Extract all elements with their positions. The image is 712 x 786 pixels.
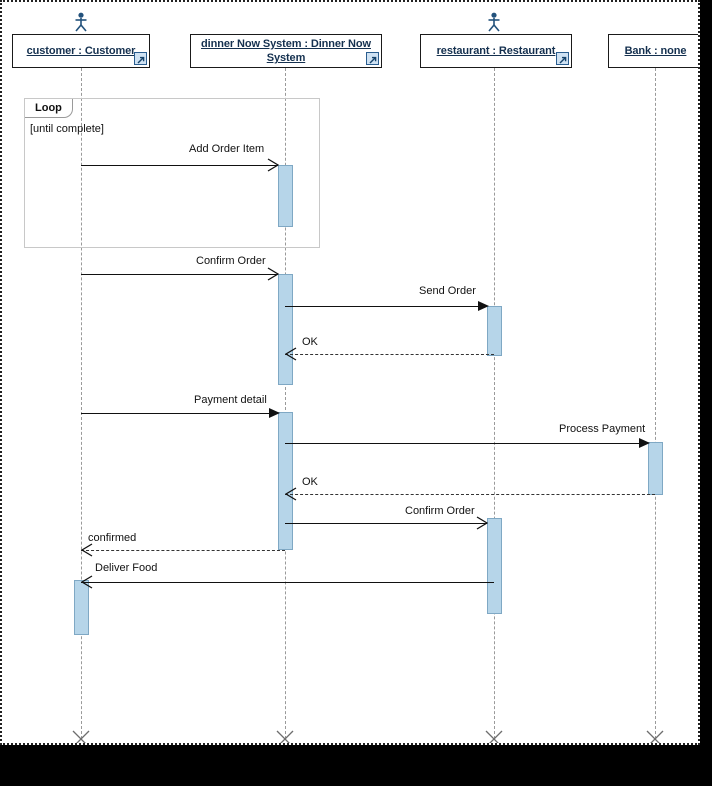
lifeline-head-customer[interactable]: customer : Customer (12, 34, 150, 68)
msg-send-order-arrowhead (478, 301, 489, 311)
destroy-customer (72, 730, 90, 743)
fragment-operator-label: Loop (35, 102, 62, 114)
msg-confirm-order-1-line[interactable] (81, 274, 278, 275)
fragment-guard-label: [until complete] (30, 123, 104, 135)
msg-add-order-item-arrowhead (267, 158, 280, 172)
msg-ok-1-label: OK (302, 336, 318, 348)
link-shortcut-icon[interactable] (134, 52, 147, 65)
act-bank-process-payment[interactable] (648, 442, 663, 495)
act-dns-add-order-item[interactable] (278, 165, 293, 227)
msg-payment-detail-label: Payment detail (194, 394, 267, 406)
lifeline-label-customer: customer : Customer (26, 45, 136, 57)
fragment-operator-tab: Loop (25, 99, 73, 118)
msg-deliver-food-arrowhead (80, 575, 93, 589)
actor-icon (73, 12, 89, 32)
msg-confirmed-line[interactable] (81, 550, 285, 551)
msg-ok-2-line[interactable] (285, 494, 655, 495)
msg-deliver-food-label: Deliver Food (95, 562, 158, 574)
lifeline-head-restaurant[interactable]: restaurant : Restaurant (420, 34, 572, 68)
msg-process-payment-line[interactable] (285, 443, 648, 444)
act-restaurant-send-order[interactable] (487, 306, 502, 356)
diagram-canvas[interactable]: customer : Customer dinner Now System : D… (0, 0, 700, 745)
destroy-bank (646, 730, 664, 743)
msg-payment-detail-line[interactable] (81, 413, 278, 414)
actor-icon (486, 12, 502, 32)
msg-send-order-line[interactable] (285, 306, 487, 307)
msg-confirm-order-1-label: Confirm Order (196, 255, 266, 267)
lifeline-restaurant (494, 68, 495, 739)
link-shortcut-icon[interactable] (556, 52, 569, 65)
msg-ok-2-label: OK (302, 476, 318, 488)
lifeline-dinner-now-system (285, 68, 286, 739)
msg-confirm-order-2-arrowhead (476, 516, 489, 530)
msg-confirm-order-2-line[interactable] (285, 523, 487, 524)
msg-process-payment-label: Process Payment (559, 423, 646, 435)
msg-confirm-order-1-arrowhead (267, 267, 280, 281)
act-restaurant-confirm-order[interactable] (487, 518, 502, 614)
act-dns-confirm-order[interactable] (278, 274, 293, 385)
combined-fragment-loop[interactable]: Loop (24, 98, 320, 248)
msg-confirm-order-2-label: Confirm Order (405, 505, 475, 517)
lifeline-head-bank[interactable]: Bank : none (608, 34, 698, 68)
msg-confirmed-label: confirmed (88, 532, 137, 544)
lifeline-bank (655, 68, 656, 739)
lifeline-label-restaurant: restaurant : Restaurant (436, 45, 556, 57)
link-shortcut-icon[interactable] (366, 52, 379, 65)
act-dns-payment[interactable] (278, 412, 293, 550)
act-customer-deliver-food[interactable] (74, 580, 89, 635)
msg-ok-1-line[interactable] (285, 354, 494, 355)
msg-send-order-label: Send Order (419, 285, 476, 297)
lifeline-customer (81, 68, 82, 739)
lifeline-label-bank: Bank : none (624, 45, 687, 57)
destroy-restaurant (485, 730, 503, 743)
msg-payment-detail-arrowhead (269, 408, 280, 418)
msg-ok-1-arrowhead (284, 347, 297, 361)
lifeline-head-dinner-now-system[interactable]: dinner Now System : Dinner Now System (190, 34, 382, 68)
msg-add-order-item-line[interactable] (81, 165, 278, 166)
msg-process-payment-arrowhead (639, 438, 650, 448)
msg-add-order-item-label: Add Order Item (189, 143, 265, 155)
destroy-dinner-now-system (276, 730, 294, 743)
msg-confirmed-arrowhead (80, 543, 93, 557)
msg-deliver-food-line[interactable] (81, 582, 494, 583)
msg-ok-2-arrowhead (284, 487, 297, 501)
lifeline-label-dinner-now-system: dinner Now System : Dinner Now System (201, 38, 371, 64)
